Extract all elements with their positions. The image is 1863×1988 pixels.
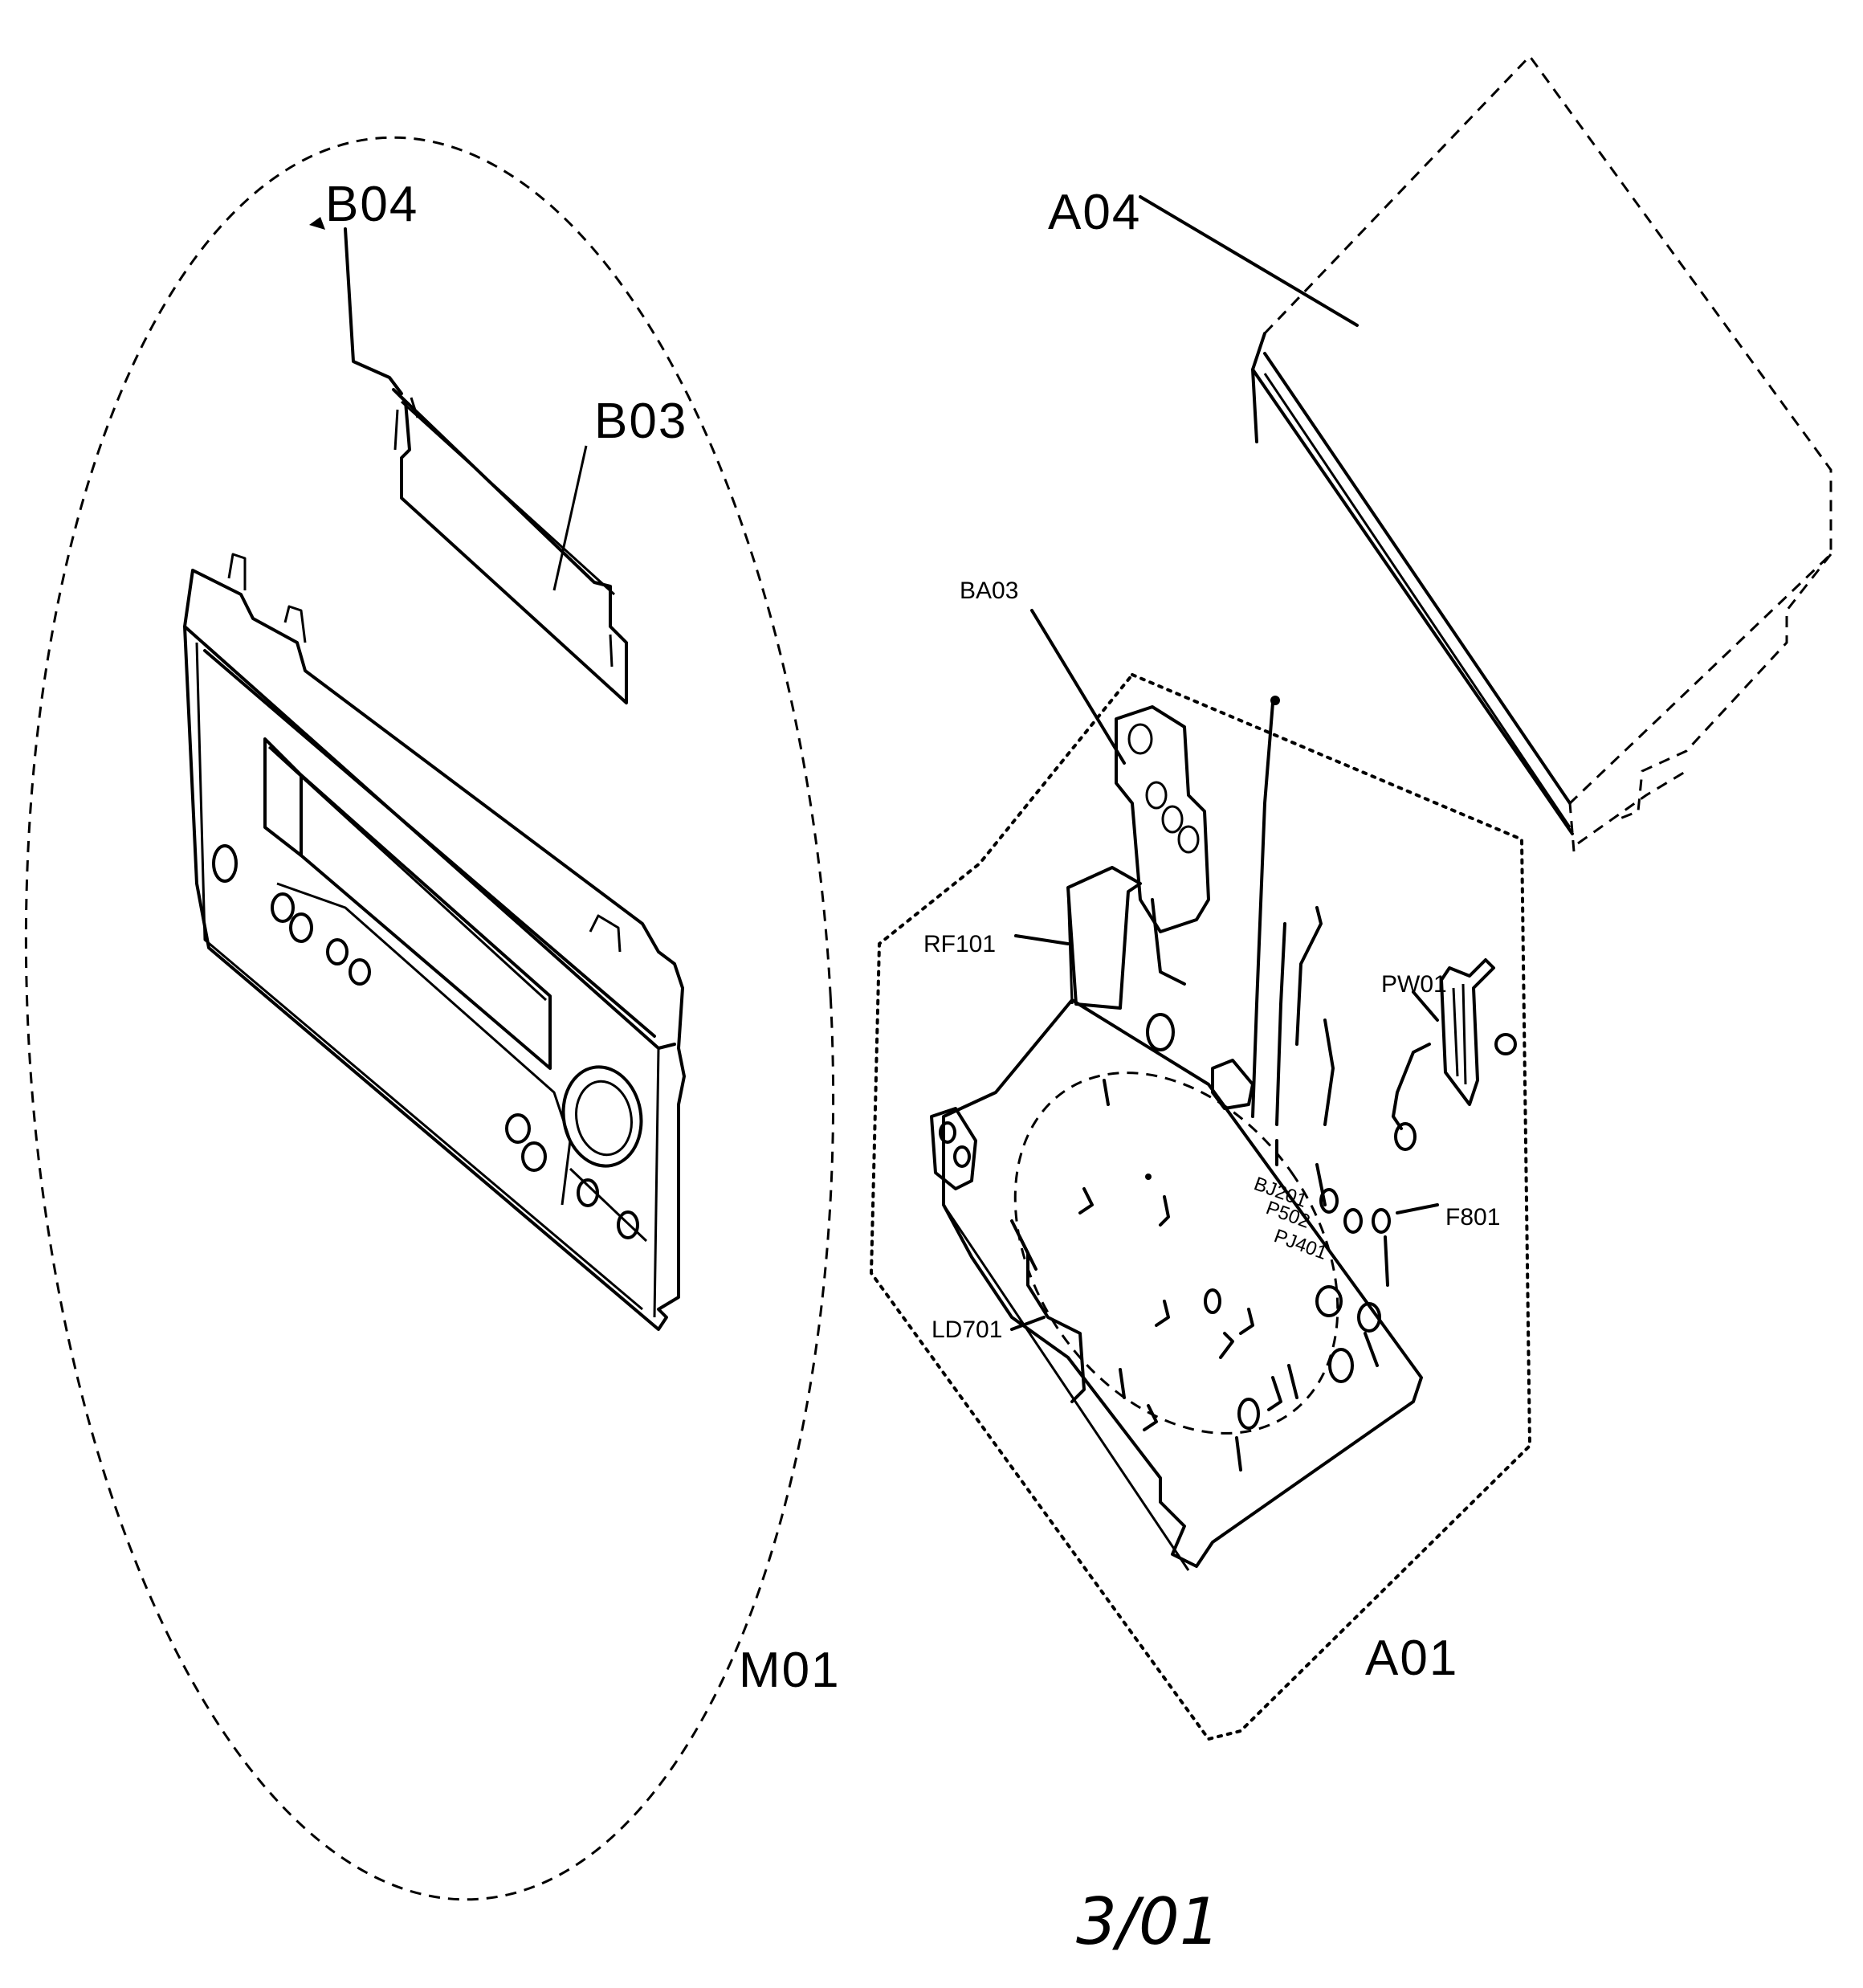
a04-cover-part [1251, 54, 1832, 852]
f801-fuse [1372, 1203, 1439, 1287]
b04-part [309, 217, 403, 395]
label-a04: A04 [1048, 185, 1141, 240]
pw01-transformer [1392, 958, 1517, 1151]
wires [1251, 696, 1335, 1126]
label-m01: M01 [739, 1643, 841, 1698]
m01-group [24, 136, 835, 1901]
m01-dashed-boundary [24, 136, 835, 1901]
label-b03: B03 [594, 394, 687, 449]
b03-part [392, 388, 628, 704]
label-rf101: RF101 [923, 931, 996, 957]
front-panel-part [183, 553, 686, 1331]
a01-group [869, 609, 1532, 1741]
labels: B04 B03 M01 A04 BA03 RF101 PW01 F801 LD7… [325, 177, 1500, 1698]
a04-leader [1139, 195, 1359, 327]
label-f801: F801 [1445, 1204, 1500, 1231]
label-a01: A01 [1365, 1631, 1458, 1686]
footer-date: 3/01 [1076, 1884, 1221, 1959]
label-b04: B04 [325, 177, 418, 232]
rf101-modulator [1014, 866, 1142, 1010]
ld701-leader [1010, 1316, 1046, 1331]
label-ld701: LD701 [932, 1316, 1002, 1343]
label-ba03: BA03 [960, 578, 1018, 604]
board-components [930, 1059, 1381, 1472]
label-pw01: PW01 [1381, 971, 1447, 998]
ba03-connector [1030, 609, 1210, 1051]
